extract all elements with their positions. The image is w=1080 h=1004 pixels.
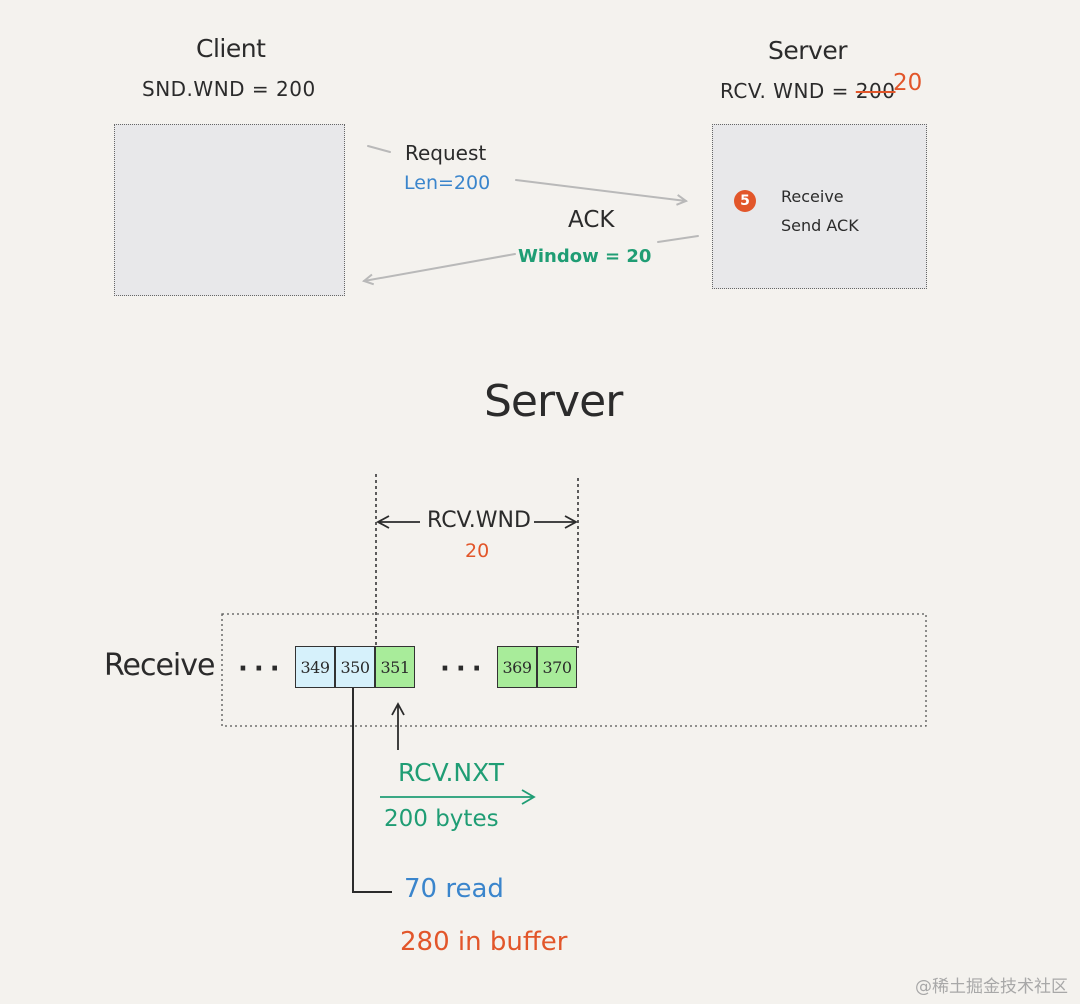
byte-cell-350: 350 [335, 646, 375, 688]
rcv-wnd-window-value: 20 [465, 540, 490, 562]
step-send-ack-label: Send ACK [781, 216, 859, 235]
rcv-nxt-label: RCV.NXT [398, 758, 505, 787]
request-label: Request [405, 141, 487, 165]
ack-label: ACK [568, 207, 615, 233]
rcv-nxt-bytes-label: 200 bytes [384, 806, 499, 832]
request-arrow [515, 179, 686, 201]
ack-arrow [364, 253, 516, 281]
bottom-server-title: Server [484, 376, 623, 427]
receive-buffer-frame [221, 613, 927, 727]
rcv-wnd-window-label: RCV.WND [427, 508, 531, 533]
rcv-wnd-label: RCV. WND = 200 [720, 81, 895, 101]
buffer-label: 280 in buffer [400, 927, 568, 957]
middle-ellipsis: ··· [440, 654, 488, 684]
byte-cell-351: 351 [375, 646, 415, 688]
watermark: @稀土掘金技术社区 [915, 977, 1068, 997]
step-badge: 5 [734, 190, 756, 212]
ack-window-label: Window = 20 [518, 246, 652, 267]
request-arrow-tail [367, 145, 391, 153]
read-bracket [352, 688, 392, 893]
client-box [114, 124, 345, 296]
step-receive-label: Receive [781, 187, 844, 206]
client-title: Client [196, 34, 266, 63]
byte-cell-370: 370 [537, 646, 577, 688]
leading-ellipsis: ··· [238, 654, 286, 684]
ack-arrow-tail [657, 235, 699, 243]
request-len-label: Len=200 [404, 172, 491, 194]
byte-cell-369: 369 [497, 646, 537, 688]
rcv-wnd-old-value: 200 [855, 79, 896, 103]
read-label: 70 read [404, 874, 504, 904]
server-title: Server [768, 36, 847, 65]
receive-label: Receive [104, 648, 215, 683]
snd-wnd-label: SND.WND = 200 [142, 77, 316, 101]
byte-cell-349: 349 [295, 646, 335, 688]
rcv-wnd-prefix: RCV. WND = [720, 79, 856, 103]
rcv-wnd-new-value: 20 [893, 70, 923, 96]
